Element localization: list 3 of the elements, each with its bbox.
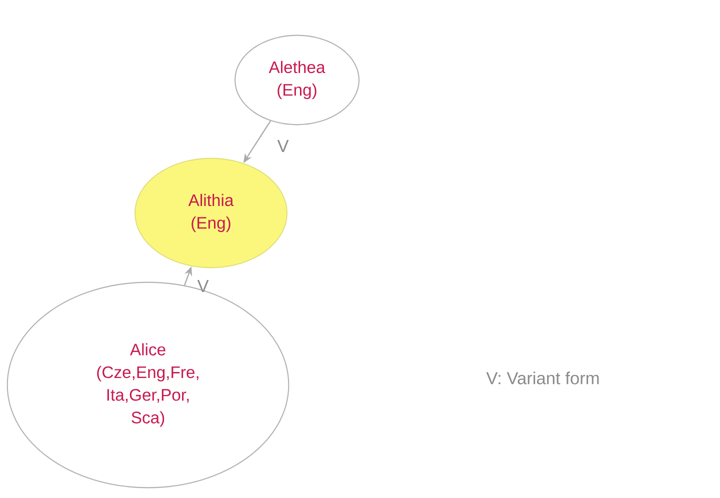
legend-note: V: Variant form <box>486 372 599 384</box>
edge-label: V <box>277 140 289 152</box>
edge-label: V <box>197 280 209 292</box>
